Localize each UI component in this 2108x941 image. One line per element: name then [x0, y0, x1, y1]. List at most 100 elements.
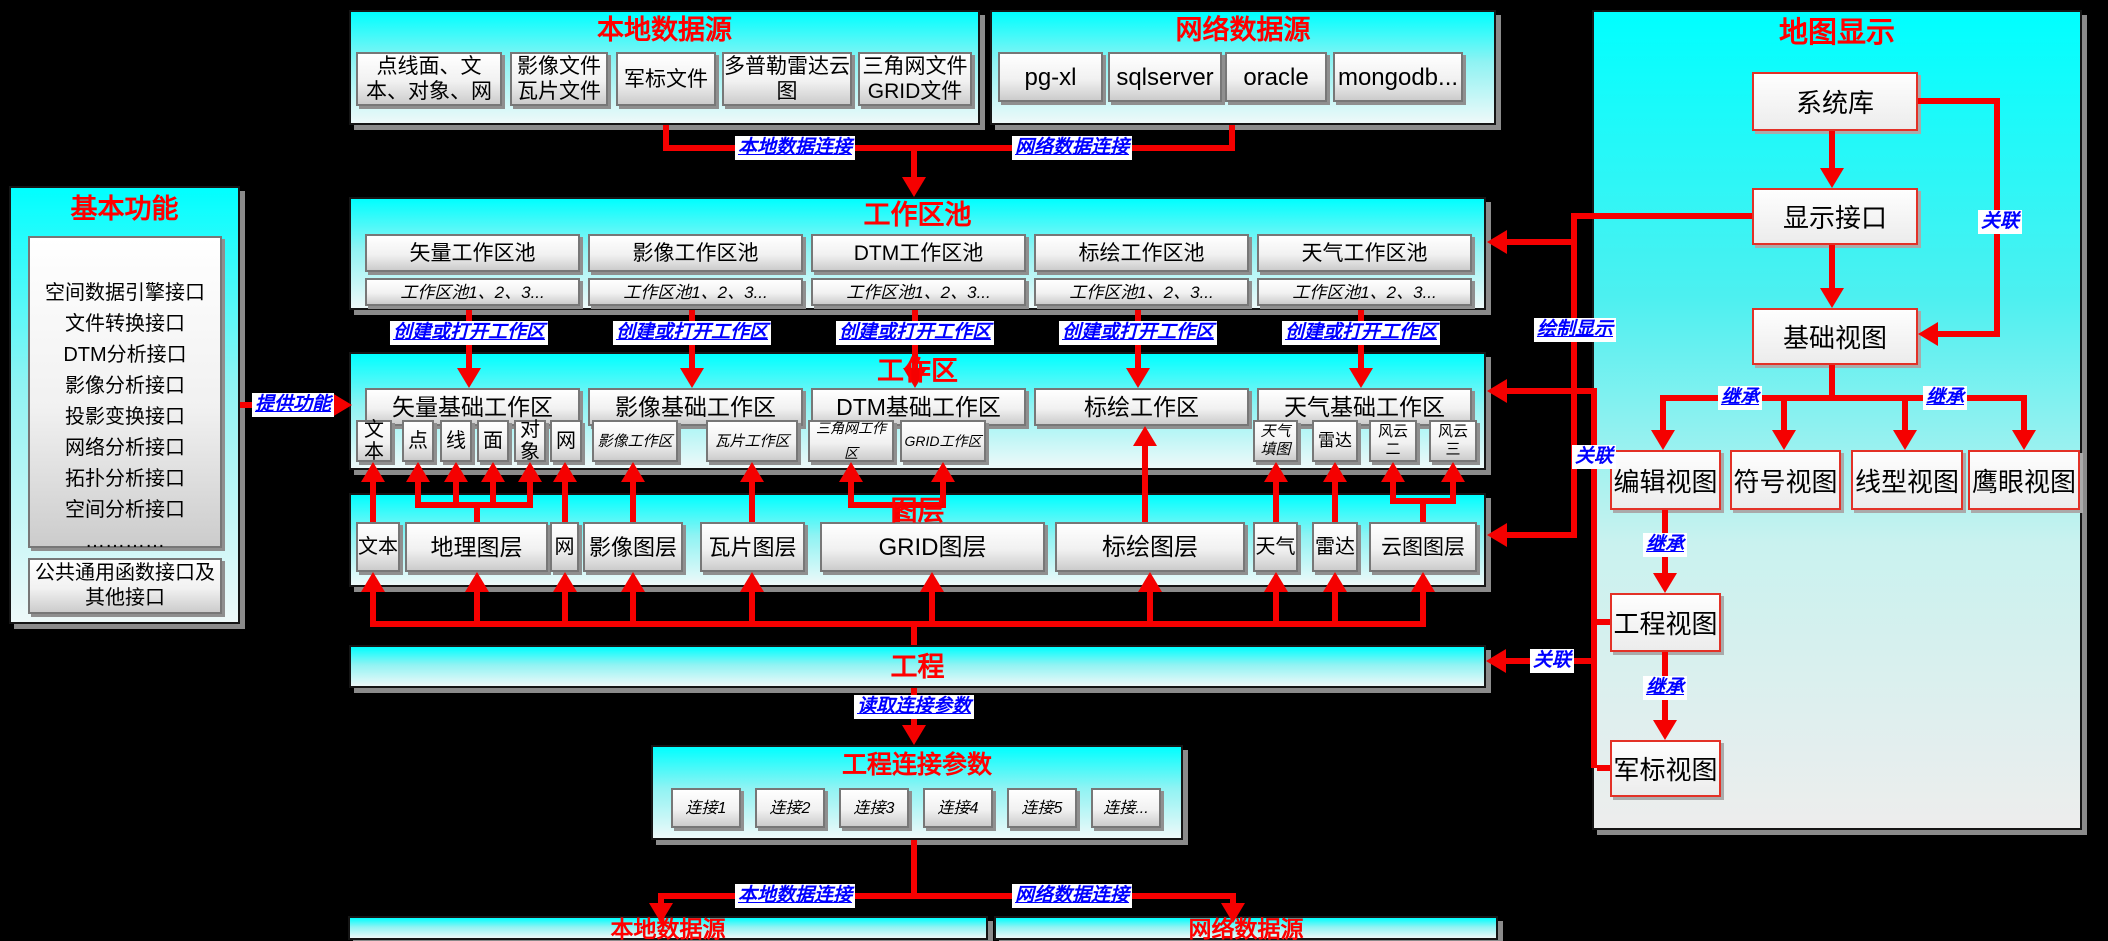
layer-box: 标绘图层 [1055, 522, 1245, 572]
arrowhead [839, 462, 863, 482]
connector-line [1450, 482, 1456, 504]
network-conn-label: 网络数据连接 [1011, 884, 1133, 908]
workspace-subbox: 天气填图 [1253, 420, 1298, 462]
pool-box: 影像工作区池 [588, 234, 803, 272]
workspace-box: 影像基础工作区 [588, 388, 803, 426]
local-conn-label: 本地数据连接 [734, 884, 856, 908]
connector-line [1507, 239, 1574, 245]
connector-line [1390, 482, 1396, 504]
common-interface-box: 公共通用函数接口及其他接口 [28, 558, 222, 614]
connector-line [1147, 592, 1153, 621]
connector-line [1829, 131, 1835, 168]
connector-line [1230, 893, 1236, 905]
project-view-node: 工程视图 [1610, 593, 1721, 652]
connector-line [658, 893, 1236, 899]
connector-line [1781, 401, 1787, 430]
basic-functions-title: 基本功能 [70, 194, 179, 224]
connector-line [911, 627, 917, 645]
workspace-subbox: 雷达 [1312, 420, 1358, 462]
assoc-label: 关联 [1571, 445, 1617, 469]
connection-box: 连接1 [671, 788, 741, 828]
pool-instances: 工作区池1、2、3... [1257, 278, 1472, 306]
interface-item: 影像分析接口 [65, 375, 185, 397]
workspace-subbox: GRID工作区 [900, 420, 986, 462]
arrowhead [1651, 430, 1675, 450]
interface-item: 网络分析接口 [65, 437, 185, 459]
inherit-label: 继承 [1922, 386, 1968, 410]
pool-instances: 工作区池1、2、3... [365, 278, 580, 306]
workspace-subbox: 瓦片工作区 [706, 420, 798, 462]
arrowhead [1411, 572, 1435, 592]
arrowhead [553, 462, 577, 482]
arrowhead [2012, 430, 2036, 450]
connector-line [848, 502, 946, 508]
arrowhead [406, 462, 430, 482]
arrowhead [481, 462, 505, 482]
connector-line [562, 592, 568, 621]
connector-line [415, 482, 421, 508]
pool-instances: 工作区池1、2、3... [1034, 278, 1249, 306]
interface-item: ………… [85, 530, 165, 552]
connector-line [1660, 395, 2027, 401]
layer-box: 影像图层 [583, 522, 683, 572]
assoc-label: 关联 [1529, 649, 1575, 673]
connector-line [1660, 401, 1666, 430]
arrowhead [1349, 368, 1373, 388]
arrowhead [903, 368, 927, 388]
arrowhead [740, 462, 764, 482]
base-view-node: 基础视图 [1752, 308, 1918, 365]
local-conn-label: 本地数据连接 [734, 136, 856, 160]
connection-box: 连接5 [1007, 788, 1077, 828]
arrowhead [649, 903, 673, 923]
display-interface-node: 显示接口 [1752, 188, 1918, 245]
interface-item: 投影变换接口 [65, 406, 185, 428]
layer-box: 文本 [356, 522, 400, 572]
workspace-subbox: 文本 [356, 419, 392, 463]
connector-line [940, 482, 946, 508]
connector-line [490, 482, 496, 508]
connection-box: 连接2 [755, 788, 825, 828]
bottom-network-title: 网络数据源 [1188, 916, 1304, 941]
connector-line [749, 482, 755, 522]
arrowhead [1323, 572, 1347, 592]
network-source-item: oracle [1225, 52, 1327, 102]
inherit-label: 继承 [1642, 676, 1688, 700]
connection-box: 连接4 [923, 788, 993, 828]
interface-item: 空间数据引擎接口 [45, 282, 205, 304]
connector-line [2021, 401, 2027, 430]
interface-item: 空间分析接口 [65, 499, 185, 521]
project-title: 工程 [890, 652, 945, 682]
arrowhead [1820, 288, 1844, 308]
network-source-item: sqlserver [1108, 52, 1222, 102]
arrowhead [1918, 322, 1938, 346]
pool-box: 矢量工作区池 [365, 234, 580, 272]
provide-label: 提供功能 [251, 393, 335, 417]
create-open-label: 创建或打开工作区 [612, 321, 772, 345]
workspace-title: 工作区 [877, 356, 958, 386]
arrowhead [1221, 903, 1245, 923]
project-panel [349, 645, 1486, 688]
arrowhead [1653, 720, 1677, 740]
local-source-item: 影像文件瓦片文件 [510, 52, 608, 106]
connector-line [658, 893, 664, 905]
layer-box: 云图图层 [1369, 522, 1477, 572]
arrowhead [902, 177, 926, 197]
interface-list-box: 空间数据引擎接口 文件转换接口 DTM分析接口 影像分析接口 投影变换接口 网络… [28, 236, 222, 552]
local-source-item: 军标文件 [616, 52, 716, 106]
arrowhead [621, 572, 645, 592]
layer-box: 网 [550, 522, 579, 572]
connector-line [1390, 498, 1456, 504]
pool-box: 天气工作区池 [1257, 234, 1472, 272]
connector-line [562, 482, 568, 522]
arrowhead [1138, 572, 1162, 592]
connector-line [1420, 592, 1426, 621]
arrowhead [1653, 573, 1677, 593]
workspace-box: 天气基础工作区 [1257, 388, 1472, 426]
arrowhead [518, 462, 542, 482]
connector-line [370, 482, 376, 522]
arrowhead [361, 572, 385, 592]
arrowhead [1323, 462, 1347, 482]
bottom-local-title: 本地数据源 [610, 916, 726, 941]
workspace-subbox: 点 [402, 420, 434, 462]
